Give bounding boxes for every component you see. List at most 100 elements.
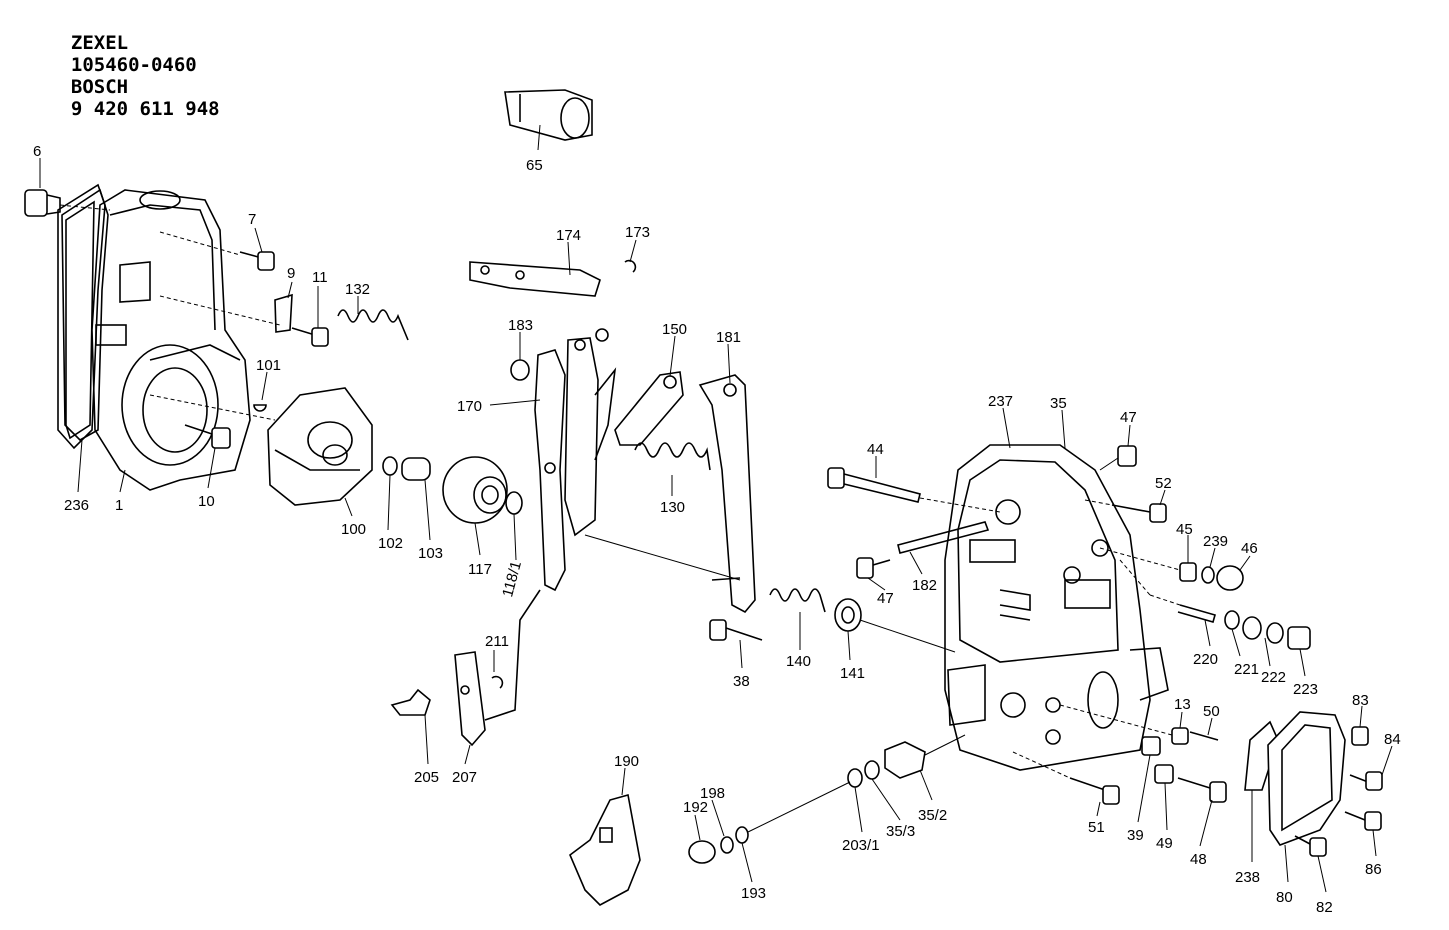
screw-part-83[interactable] bbox=[1351, 726, 1369, 746]
bolt-part-47-left[interactable] bbox=[856, 557, 891, 579]
washer-part-35-3[interactable] bbox=[864, 760, 880, 780]
washer-part-183[interactable] bbox=[510, 359, 530, 381]
screw-part-220[interactable] bbox=[1119, 559, 1216, 623]
screw-part-51[interactable] bbox=[1012, 751, 1120, 805]
cover-part-35[interactable] bbox=[944, 444, 1169, 771]
washer-part-102[interactable] bbox=[382, 456, 398, 476]
bracket-part-150[interactable] bbox=[614, 371, 684, 446]
cap-part-192[interactable] bbox=[688, 840, 716, 864]
lever-part-207[interactable] bbox=[454, 589, 541, 747]
svg-text:84: 84 bbox=[1384, 731, 1401, 748]
svg-text:190: 190 bbox=[614, 753, 639, 770]
nut-part-13[interactable] bbox=[1059, 704, 1189, 745]
svg-text:35: 35 bbox=[1050, 395, 1067, 412]
svg-text:237: 237 bbox=[988, 393, 1013, 410]
label-203-1: 203/1 bbox=[842, 786, 880, 854]
svg-text:203/1: 203/1 bbox=[842, 837, 880, 854]
label-52: 52 bbox=[1155, 475, 1172, 506]
lever-part-181[interactable] bbox=[698, 374, 756, 614]
label-49: 49 bbox=[1156, 782, 1173, 852]
svg-text:141: 141 bbox=[840, 665, 865, 682]
washer-part-198[interactable] bbox=[720, 836, 734, 854]
screw-part-38[interactable] bbox=[709, 619, 763, 641]
screw-part-50[interactable] bbox=[1189, 731, 1219, 741]
brand-bosch: BOSCH bbox=[70, 76, 129, 98]
bolt-part-44[interactable] bbox=[827, 467, 1001, 513]
label-35-2: 35/2 bbox=[918, 769, 947, 824]
sleeve-part-117[interactable] bbox=[442, 456, 508, 524]
washer-part-118-1[interactable] bbox=[505, 491, 523, 515]
label-183: 183 bbox=[508, 317, 533, 360]
svg-text:103: 103 bbox=[418, 545, 443, 562]
gasket-part-236[interactable] bbox=[57, 183, 106, 450]
nut-part-49[interactable] bbox=[1154, 764, 1174, 784]
screw-part-7[interactable] bbox=[159, 231, 275, 271]
screw-part-205[interactable] bbox=[390, 688, 431, 716]
washer-part-239[interactable] bbox=[1201, 566, 1215, 584]
fitting-part-35-2[interactable] bbox=[884, 734, 966, 779]
label-141: 141 bbox=[840, 630, 865, 682]
label-239: 239 bbox=[1203, 533, 1228, 568]
washer-part-222b[interactable] bbox=[1266, 622, 1284, 644]
plug-part-6[interactable] bbox=[24, 189, 111, 217]
spring-part-130[interactable] bbox=[634, 442, 711, 471]
label-45: 45 bbox=[1176, 521, 1193, 563]
label-48: 48 bbox=[1190, 799, 1213, 868]
bolt-part-47-right[interactable] bbox=[1099, 445, 1137, 471]
svg-text:205: 205 bbox=[414, 769, 439, 786]
nut-part-65[interactable] bbox=[504, 89, 593, 141]
spring-part-140[interactable] bbox=[769, 588, 826, 613]
cover-part-80[interactable] bbox=[1267, 711, 1346, 846]
svg-text:170: 170 bbox=[457, 398, 482, 415]
svg-text:100: 100 bbox=[341, 521, 366, 538]
svg-text:35/3: 35/3 bbox=[886, 823, 915, 840]
label-207: 207 bbox=[452, 744, 477, 786]
cap-part-46[interactable] bbox=[1216, 565, 1244, 591]
svg-text:182: 182 bbox=[912, 577, 937, 594]
label-118-1: 118/1 bbox=[499, 513, 525, 599]
svg-text:140: 140 bbox=[786, 653, 811, 670]
svg-text:44: 44 bbox=[867, 441, 884, 458]
bolt-part-48[interactable] bbox=[1177, 777, 1227, 803]
flyweight-assembly-part-100[interactable] bbox=[267, 387, 373, 506]
washer-part-203-1[interactable] bbox=[847, 768, 863, 788]
bracket-part-9[interactable] bbox=[159, 293, 293, 333]
label-173: 173 bbox=[625, 224, 650, 263]
svg-text:65: 65 bbox=[526, 157, 543, 174]
clip-part-173[interactable] bbox=[624, 259, 637, 273]
washer-part-222[interactable] bbox=[1242, 616, 1262, 640]
spring-part-132[interactable] bbox=[337, 309, 409, 341]
svg-text:52: 52 bbox=[1155, 475, 1172, 492]
screw-part-82[interactable] bbox=[1294, 835, 1327, 857]
svg-text:207: 207 bbox=[452, 769, 477, 786]
svg-text:10: 10 bbox=[198, 493, 215, 510]
nut-part-39[interactable] bbox=[1141, 736, 1161, 756]
label-86: 86 bbox=[1365, 829, 1382, 878]
lever-part-170[interactable] bbox=[534, 328, 617, 592]
sleeve-part-103[interactable] bbox=[401, 457, 431, 481]
label-102: 102 bbox=[378, 474, 403, 552]
link-plate-part-174[interactable] bbox=[469, 261, 601, 297]
svg-text:83: 83 bbox=[1352, 692, 1369, 709]
label-103: 103 bbox=[418, 479, 443, 562]
clip-part-211[interactable] bbox=[491, 675, 504, 689]
screw-part-52[interactable] bbox=[1084, 499, 1167, 523]
screw-part-84[interactable] bbox=[1349, 771, 1383, 791]
label-150: 150 bbox=[662, 321, 687, 377]
svg-text:11: 11 bbox=[312, 269, 328, 286]
screw-part-86[interactable] bbox=[1344, 811, 1382, 831]
lever-assembly-part-190[interactable] bbox=[569, 793, 641, 906]
screw-part-11[interactable] bbox=[291, 327, 329, 347]
washer-part-221[interactable] bbox=[1224, 610, 1240, 630]
rod-part-182[interactable] bbox=[897, 521, 990, 554]
pin-part-101[interactable] bbox=[253, 404, 267, 412]
label-65: 65 bbox=[526, 124, 543, 174]
svg-text:6: 6 bbox=[33, 143, 41, 160]
nut-part-141[interactable] bbox=[834, 598, 956, 653]
label-100: 100 bbox=[341, 497, 366, 538]
screw-part-10[interactable] bbox=[149, 394, 276, 449]
washer-part-193[interactable] bbox=[735, 781, 851, 844]
cap-nut-part-223[interactable] bbox=[1287, 626, 1311, 650]
label-237: 237 bbox=[988, 393, 1013, 449]
